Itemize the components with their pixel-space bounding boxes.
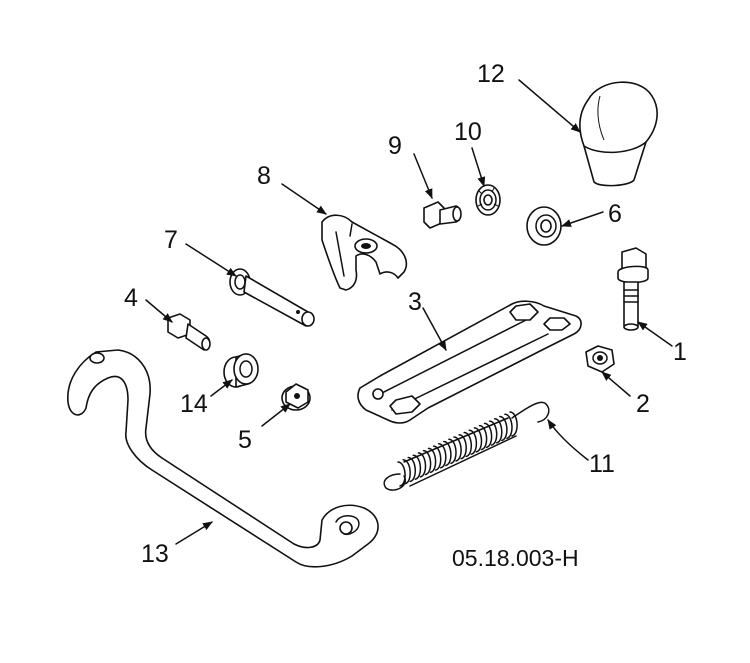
part-label-12: 12 xyxy=(477,60,505,88)
part-label-13: 13 xyxy=(141,540,169,568)
part-label-10: 10 xyxy=(454,118,482,146)
part-labels: 12 9 10 8 6 7 4 3 1 2 14 5 11 13 xyxy=(124,60,687,568)
hex-bolt xyxy=(617,247,649,331)
part-label-6: 6 xyxy=(608,200,622,228)
wrench-plate xyxy=(357,300,582,424)
part-label-3: 3 xyxy=(408,288,422,316)
part-label-14: 14 xyxy=(180,390,208,418)
part-label-2: 2 xyxy=(636,390,650,418)
knob xyxy=(579,81,658,187)
leader-lines xyxy=(145,79,673,545)
flange-nut xyxy=(475,184,501,216)
part-label-5: 5 xyxy=(238,426,252,454)
part-label-1: 1 xyxy=(673,338,687,366)
hex-nut xyxy=(585,345,615,373)
extension-spring xyxy=(383,401,550,491)
flange-washer xyxy=(526,206,562,246)
hooked-rod xyxy=(67,349,379,568)
part-label-9: 9 xyxy=(388,132,402,160)
part-label-11: 11 xyxy=(589,450,615,478)
pivot-pin xyxy=(229,268,315,327)
shoulder-bolt-small xyxy=(167,313,211,351)
shoulder-bolt xyxy=(423,201,462,229)
part-label-8: 8 xyxy=(257,162,271,190)
pivot-bracket xyxy=(321,214,408,291)
diagram-reference-code: 05.18.003-H xyxy=(452,545,579,571)
part-label-7: 7 xyxy=(164,226,178,254)
part-label-4: 4 xyxy=(124,284,138,312)
spacer xyxy=(223,353,259,388)
